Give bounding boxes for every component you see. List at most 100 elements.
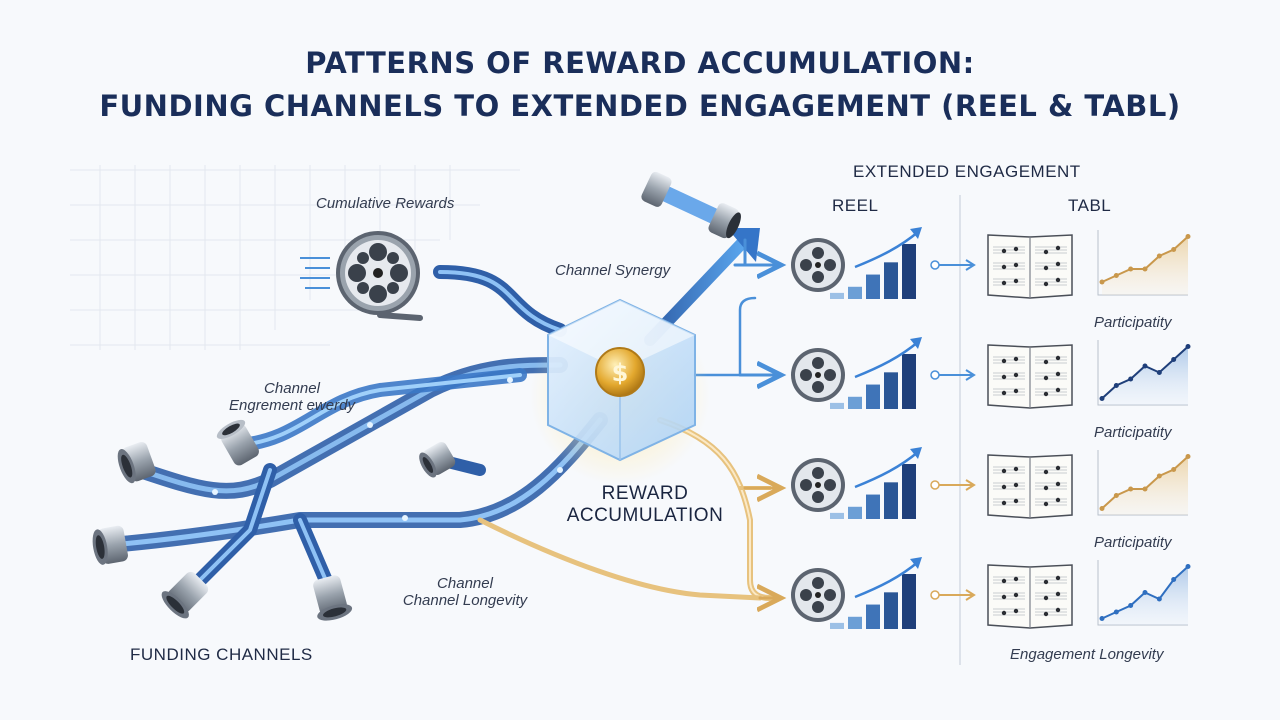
row-arrow-head xyxy=(965,369,976,381)
trend-arrow xyxy=(854,231,919,269)
tabl-area xyxy=(1102,236,1188,295)
coin-icon xyxy=(595,347,645,397)
tabl-point xyxy=(1099,279,1105,285)
tabl-point xyxy=(1156,253,1162,259)
trend-arrow-head xyxy=(910,447,922,459)
extended-engagement-label: EXTENDED ENGAGEMENT xyxy=(853,162,1081,181)
channel-engagement-line1: Channel xyxy=(264,380,320,397)
reel-bar xyxy=(884,372,898,409)
tabl-point xyxy=(1171,357,1177,362)
funding-channel-pipes xyxy=(102,228,760,597)
tabl-point xyxy=(1171,247,1177,252)
trend-arrow xyxy=(854,561,919,599)
reel-bar xyxy=(830,622,844,629)
channel-engagement-line2: Engrement ewerdy xyxy=(229,397,355,414)
tabl-point xyxy=(1185,564,1191,569)
engagement-row xyxy=(791,447,1191,519)
channel-longevity-label: Channel Channel Longevity xyxy=(395,575,535,609)
tabl-point xyxy=(1171,577,1177,582)
sheet-music-book-icon xyxy=(987,564,1073,629)
reel-bar xyxy=(848,616,862,629)
row-arrow-head xyxy=(965,479,976,491)
film-reel-icon xyxy=(791,458,845,512)
tabl-point xyxy=(1099,506,1105,511)
trend-arrow-head xyxy=(910,227,922,239)
row-arrow-node xyxy=(930,370,940,380)
tabl-point xyxy=(1128,266,1134,272)
trend-arrow-head xyxy=(910,557,922,569)
tabl-point xyxy=(1113,493,1119,498)
row-arrow-head xyxy=(965,589,976,601)
reward-accumulation-line2: ACCUMULATION xyxy=(566,505,724,526)
reel-bar xyxy=(866,604,880,629)
tabl-point xyxy=(1113,609,1119,615)
tabl-point xyxy=(1113,273,1119,278)
tabl-point xyxy=(1156,370,1162,375)
reward-accumulation-label: REWARD ACCUMULATION xyxy=(560,483,730,527)
tabl-point xyxy=(1142,590,1148,595)
reel-bar xyxy=(848,506,862,519)
film-reel-icon xyxy=(791,348,845,402)
channel-engagement-label: Channel Engrement ewerdy xyxy=(222,380,362,414)
reel-bar xyxy=(866,384,880,409)
cumulative-rewards-reel xyxy=(300,231,423,321)
trend-arrow xyxy=(854,341,919,379)
engagement-row xyxy=(791,337,1191,409)
sheet-music-book-icon xyxy=(987,234,1073,299)
row-arrow-head xyxy=(965,259,976,271)
cumulative-rewards-label: Cumulative Rewards xyxy=(316,195,455,212)
reel-bar xyxy=(902,244,916,299)
tabl-point xyxy=(1156,473,1162,479)
channel-synergy-label: Channel Synergy xyxy=(555,262,671,279)
channel-longevity-line1: Channel xyxy=(437,575,493,592)
row-connectors xyxy=(693,238,775,598)
background-grid xyxy=(70,165,520,350)
tabl-column-header: TABL xyxy=(1068,196,1112,215)
coin-symbol: $ xyxy=(612,359,629,387)
tabl-point xyxy=(1128,486,1134,492)
tabl-point xyxy=(1185,344,1191,349)
channel-longevity-line2: Channel Longevity xyxy=(402,592,528,609)
tabl-point xyxy=(1156,596,1162,602)
row-3-label: Participatity xyxy=(1094,534,1172,551)
engagement-rows xyxy=(791,227,1191,629)
tabl-point xyxy=(1142,363,1148,369)
film-reel-icon xyxy=(791,238,845,292)
film-reel-icon xyxy=(791,568,845,622)
tabl-point xyxy=(1099,616,1105,621)
funding-channels-label: FUNDING CHANNELS xyxy=(130,645,313,664)
tabl-area xyxy=(1102,456,1188,515)
row-arrow-node xyxy=(930,260,940,270)
trend-arrow xyxy=(854,451,919,489)
row-arrow-node xyxy=(930,590,940,600)
row-1-label: Participatity xyxy=(1094,314,1172,331)
row-4-label: Engagement Longevity xyxy=(1010,646,1164,663)
title-line-2: FUNDING CHANNELS TO EXTENDED ENGAGEMENT … xyxy=(99,89,1181,123)
row-arrow-node xyxy=(930,480,940,490)
reel-bar xyxy=(866,274,880,299)
reel-bar xyxy=(902,464,916,519)
tabl-point xyxy=(1113,383,1119,388)
reel-bar xyxy=(884,262,898,299)
title-line-1: PATTERNS OF REWARD ACCUMULATION: xyxy=(305,46,975,80)
reel-column-header: REEL xyxy=(832,196,879,215)
row-2-label: Participatity xyxy=(1094,424,1172,441)
reel-bar xyxy=(902,354,916,409)
tabl-point xyxy=(1142,486,1148,492)
reel-bar xyxy=(830,402,844,409)
tabl-point xyxy=(1099,396,1105,401)
reward-accumulation-line1: REWARD xyxy=(601,483,689,504)
sheet-music-book-icon xyxy=(987,344,1073,409)
reel-bar xyxy=(830,292,844,299)
pipe-caps xyxy=(92,171,741,621)
tabl-area xyxy=(1102,346,1188,405)
reel-bar xyxy=(866,494,880,519)
tabl-point xyxy=(1185,234,1191,239)
tabl-point xyxy=(1128,376,1134,382)
reel-bar xyxy=(884,592,898,629)
engagement-row xyxy=(791,227,1191,299)
reel-bar xyxy=(848,396,862,409)
reel-bar xyxy=(884,482,898,519)
reel-bar xyxy=(902,574,916,629)
